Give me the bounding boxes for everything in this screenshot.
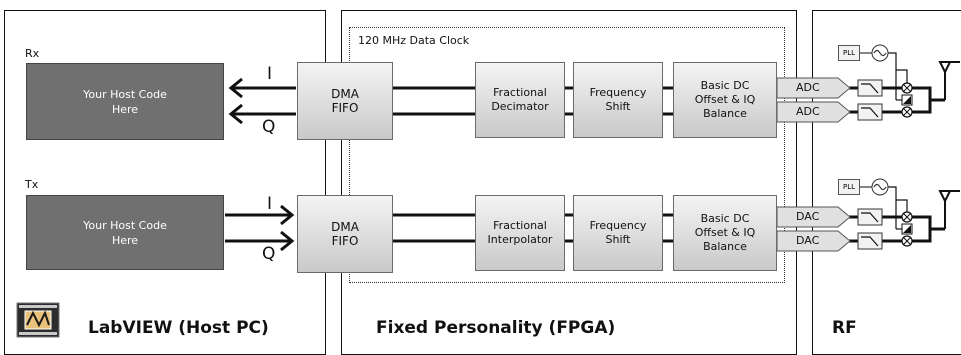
rx-filter-1-icon — [857, 79, 883, 97]
rx-host-code-box: Your Host Code Here — [26, 63, 224, 140]
tx-dc-iq-balance-block: Basic DC Offset & IQ Balance — [673, 195, 777, 271]
clock-domain-boundary — [349, 27, 785, 283]
rx-label: Rx — [25, 47, 40, 60]
rx-i-label: I — [267, 64, 273, 84]
fpga-panel-title: Fixed Personality (FPGA) — [376, 318, 616, 338]
rx-fractional-decimator-block: Fractional Decimator — [475, 62, 565, 138]
diagram-stage: 120 MHz Data Clock — [4, 10, 961, 355]
rf-panel-title: RF — [832, 318, 857, 338]
tx-frequency-shift-block: Frequency Shift — [573, 195, 663, 271]
rx-pll-block: PLL — [838, 45, 860, 61]
rx-i-arrowhead — [228, 77, 243, 99]
host-panel-title: LabVIEW (Host PC) — [88, 318, 269, 338]
tx-q-label: Q — [262, 244, 276, 264]
rx-q-label: Q — [262, 117, 276, 137]
labview-logo-icon — [16, 302, 60, 338]
rx-adc-1-label: ADC — [796, 81, 820, 94]
rx-adc-chevrons — [776, 77, 851, 252]
rx-dc-iq-balance-block: Basic DC Offset & IQ Balance — [673, 62, 777, 138]
rx-adc-1-chevron — [776, 77, 851, 99]
rx-frequency-shift-block: Frequency Shift — [573, 62, 663, 138]
tx-dac-1-chevron — [776, 206, 851, 228]
rx-adc-2-chevron — [776, 101, 851, 123]
rx-filter-2-icon — [857, 103, 883, 121]
tx-filter-1-icon — [857, 208, 883, 226]
tx-pll-block: PLL — [838, 179, 860, 195]
tx-dma-fifo-block: DMA FIFO — [297, 195, 393, 273]
rx-dma-fifo-block: DMA FIFO — [297, 62, 393, 140]
rx-q-arrowhead — [228, 103, 243, 125]
tx-filter-2-icon — [857, 232, 883, 250]
tx-fractional-interpolator-block: Fractional Interpolator — [475, 195, 565, 271]
antenna-icon — [938, 61, 960, 229]
signal-wires — [16, 44, 960, 338]
tx-host-code-box: Your Host Code Here — [26, 195, 224, 270]
tx-dac-2-label: DAC — [796, 234, 820, 247]
tx-dac-1-label: DAC — [796, 210, 820, 223]
clock-domain-label: 120 MHz Data Clock — [358, 34, 470, 47]
tx-i-label: I — [267, 194, 273, 214]
tx-label: Tx — [25, 178, 39, 191]
rx-adc-2-label: ADC — [796, 105, 820, 118]
tx-dac-2-chevron — [776, 230, 851, 252]
